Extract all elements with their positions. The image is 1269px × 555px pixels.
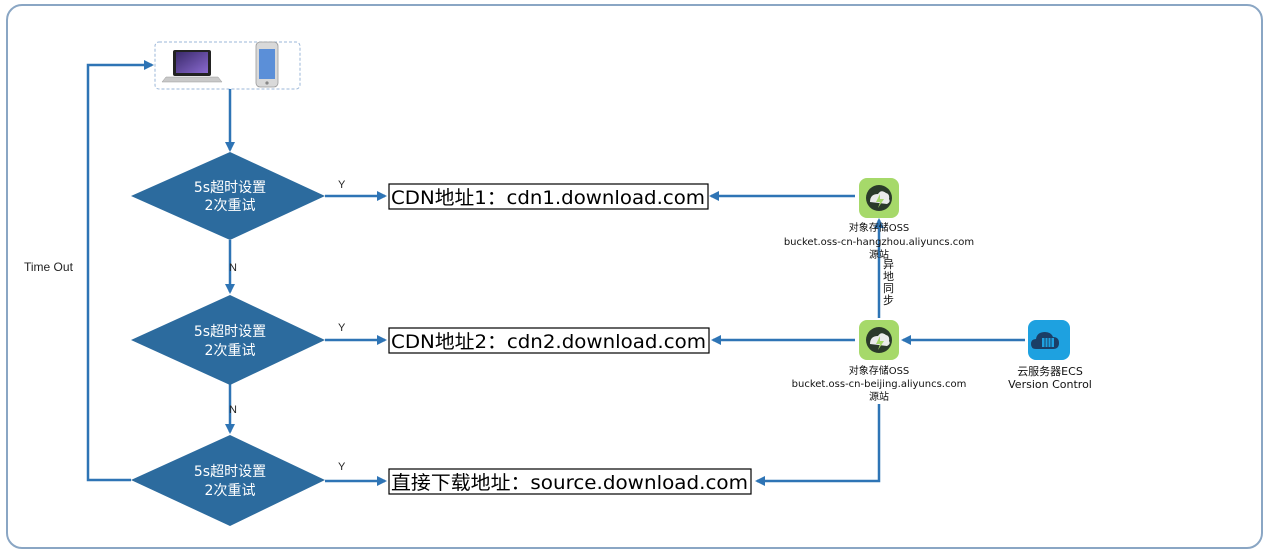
sync-char: 地 — [883, 270, 894, 283]
decision-text-line1: 5s超时设置 — [194, 324, 266, 340]
arrow-oss-bj-to-source — [755, 404, 881, 486]
oss-bucket: bucket.oss-cn-hangzhou.aliyuncs.com — [784, 237, 974, 248]
yes-label-3: Y — [338, 461, 346, 473]
laptop-icon — [161, 50, 223, 83]
timeout-label: Time Out — [24, 260, 74, 274]
no-label-2: N — [229, 404, 237, 416]
target-box — [388, 468, 752, 495]
decision-text-line2: 2次重试 — [205, 483, 256, 499]
oss-bucket: bucket.oss-cn-beijing.aliyuncs.com — [792, 379, 967, 390]
yes-label-1: Y — [338, 179, 346, 191]
oss-name: 对象存储OSS — [849, 364, 910, 377]
devices-group — [154, 41, 301, 90]
target-label: 直接下载地址：source.download.com — [391, 472, 748, 494]
oss-cloud-icon — [859, 320, 899, 360]
decision-2: 5s超时设置 2次重试 — [131, 295, 325, 385]
oss-role: 源站 — [869, 390, 889, 403]
ecs-name: 云服务器ECS — [1017, 365, 1083, 378]
sync-char: 异 — [883, 258, 894, 271]
ecs-subtitle: Version Control — [1008, 378, 1092, 391]
decision-1: 5s超时设置 2次重试 — [131, 152, 325, 240]
sync-char: 步 — [883, 294, 894, 307]
decision-text-line1: 5s超时设置 — [194, 180, 266, 196]
target-label: CDN地址2：cdn2.download.com — [391, 331, 706, 353]
no-label-1: N — [229, 262, 237, 274]
decision-text-line2: 2次重试 — [205, 198, 256, 214]
sync-char: 同 — [883, 282, 894, 295]
oss-beijing: 对象存储OSS bucket.oss-cn-beijing.aliyuncs.c… — [792, 320, 967, 403]
target-source: 直接下载地址：source.download.com — [388, 468, 752, 495]
target-label: CDN地址1：cdn1.download.com — [391, 187, 705, 209]
target-cdn1: CDN地址1：cdn1.download.com — [388, 183, 709, 210]
oss-role: 源站 — [869, 248, 889, 261]
flow-lines — [86, 60, 1025, 486]
phone-icon — [255, 41, 279, 88]
ecs-cloud-server-icon — [1028, 320, 1070, 360]
yes-label-2: Y — [338, 322, 346, 334]
decision-text-line2: 2次重试 — [205, 343, 256, 359]
timeout-loop-line — [86, 60, 154, 482]
target-box — [388, 183, 709, 210]
decision-diamond — [131, 295, 325, 385]
ecs-server: 云服务器ECS Version Control — [1008, 320, 1092, 391]
target-cdn2: CDN地址2：cdn2.download.com — [388, 327, 710, 354]
decision-3: 5s超时设置 2次重试 — [131, 435, 325, 526]
oss-cloud-icon — [859, 178, 899, 218]
oss-hangzhou: 对象存储OSS bucket.oss-cn-hangzhou.aliyuncs.… — [784, 178, 974, 261]
decision-diamond — [131, 152, 325, 240]
sync-label: 异 地 同 步 — [883, 258, 894, 307]
decision-diamond — [131, 435, 325, 526]
decision-text-line1: 5s超时设置 — [194, 464, 266, 480]
oss-name: 对象存储OSS — [849, 221, 910, 234]
target-box — [388, 327, 710, 354]
